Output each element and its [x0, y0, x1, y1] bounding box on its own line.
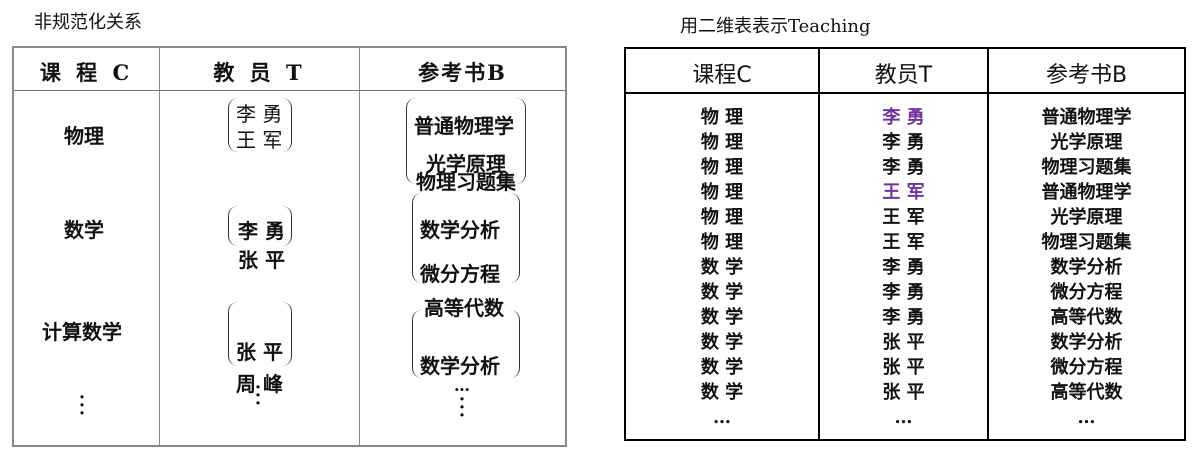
vertical-ellipsis: ··· [458, 389, 466, 426]
book-column: 普通物理学 光学原理 物理习题集 普通物理学 光学原理 物理习题集 数学分析 微… [989, 105, 1184, 430]
teaching-table: 课程C 教员T 参考书B 物 理 物 理 物 理 物 理 物 理 物 理 数 学… [624, 47, 1186, 441]
course-cell: 物理 [64, 124, 104, 148]
teacher-cell-highlight: 王 军 [882, 182, 925, 203]
teacher-cell: 李 勇 [882, 282, 925, 303]
header-divider [626, 92, 1184, 94]
teacher-brace [228, 302, 292, 366]
course-cell: 物 理 [700, 132, 744, 153]
course-cell: 数 学 [700, 282, 744, 303]
book-name: 光学原理 [426, 152, 506, 176]
course-cell: 物 理 [700, 207, 744, 228]
teacher-cell: 李 勇 [882, 257, 925, 278]
header-teacher: 教 员 T [213, 60, 306, 85]
ellipsis: … [1077, 407, 1096, 428]
book-cell: 物理习题集 [1041, 232, 1132, 253]
book-cell: 数学分析 [1050, 257, 1123, 278]
course-cell: 数 学 [700, 382, 744, 403]
course-column: 物 理 物 理 物 理 物 理 物 理 物 理 数 学 数 学 数 学 数 学 … [626, 105, 818, 430]
teacher-cell: 张 平 [882, 332, 925, 353]
teacher-cell: 王 军 [882, 232, 925, 253]
teacher-name: 张 平 [236, 340, 283, 364]
column-divider [818, 49, 820, 439]
book-cell: 微分方程 [1050, 357, 1123, 378]
book-cell: 数学分析 [1050, 332, 1123, 353]
course-cell: 数学 [64, 218, 104, 242]
left-caption: 非规范化关系 [34, 12, 142, 33]
course-cell: 物 理 [700, 232, 744, 253]
header-book: 参考书B [1045, 63, 1128, 88]
teacher-cell: 李 勇 [882, 132, 925, 153]
book-cell: 高等代数 [1050, 382, 1123, 403]
teacher-cell: 王 军 [882, 207, 925, 228]
teacher-cell: 张 平 [882, 382, 925, 403]
course-cell: 数 学 [700, 307, 744, 328]
teacher-cell: 李 勇 [882, 307, 925, 328]
book-name: 数学分析 [420, 354, 500, 378]
header-course: 课程C [692, 63, 752, 88]
book-brace [412, 310, 520, 378]
ellipsis: … [894, 407, 913, 428]
teacher-name: 李 勇 [238, 219, 285, 243]
course-cell: 数 学 [700, 257, 744, 278]
ellipsis: … [454, 376, 470, 395]
vertical-ellipsis: ··· [254, 377, 262, 414]
book-name: 微分方程 [420, 262, 500, 286]
teacher-name: 周 峰 [236, 372, 283, 396]
column-divider [159, 48, 160, 445]
teacher-cell-highlight: 李 勇 [882, 107, 925, 128]
column-divider [987, 49, 989, 439]
book-brace [406, 98, 526, 184]
course-cell: 物 理 [700, 107, 744, 128]
book-cell: 高等代数 [1050, 307, 1123, 328]
header-book: 参考书B [418, 60, 507, 85]
non-normalized-table: 课 程 C 教 员 T 参考书B 物理 李 勇 王 军 普通物理学 光学原理 物… [12, 46, 567, 447]
book-cell: 微分方程 [1050, 282, 1123, 303]
column-divider [359, 48, 360, 445]
book-name: 普通物理学 [414, 114, 514, 138]
teacher-name: 张 平 [238, 248, 285, 272]
teacher-cell: 张 平 [882, 357, 925, 378]
course-cell: 计算数学 [42, 320, 122, 344]
teacher-name: 王 军 [236, 128, 283, 152]
teacher-brace [228, 206, 292, 246]
book-cell: 普通物理学 [1041, 182, 1132, 203]
course-cell: 物 理 [700, 157, 744, 178]
right-caption: 用二维表表示Teaching [680, 16, 871, 37]
teacher-cell: 李 勇 [882, 157, 925, 178]
teacher-brace [228, 98, 292, 152]
header-course: 课 程 C [39, 60, 134, 85]
course-cell: 数 学 [700, 357, 744, 378]
header-divider [14, 90, 565, 91]
book-name: 高等代数 [424, 296, 504, 320]
course-cell: 数 学 [700, 332, 744, 353]
book-cell: 物理习题集 [1041, 157, 1132, 178]
book-cell: 普通物理学 [1041, 107, 1132, 128]
teacher-column: 李 勇 李 勇 李 勇 王 军 王 军 王 军 李 勇 李 勇 李 勇 张 平 … [820, 105, 987, 430]
book-name: 数学分析 [420, 218, 500, 242]
header-teacher: 教员T [874, 63, 933, 88]
teacher-name: 李 勇 [236, 102, 283, 126]
book-cell: 光学原理 [1050, 132, 1123, 153]
vertical-ellipsis: ··· [78, 387, 86, 424]
course-cell: 物 理 [700, 182, 744, 203]
book-name: 物理习题集 [416, 170, 516, 194]
book-cell: 光学原理 [1050, 207, 1123, 228]
ellipsis: … [713, 407, 731, 428]
book-brace [412, 193, 520, 283]
